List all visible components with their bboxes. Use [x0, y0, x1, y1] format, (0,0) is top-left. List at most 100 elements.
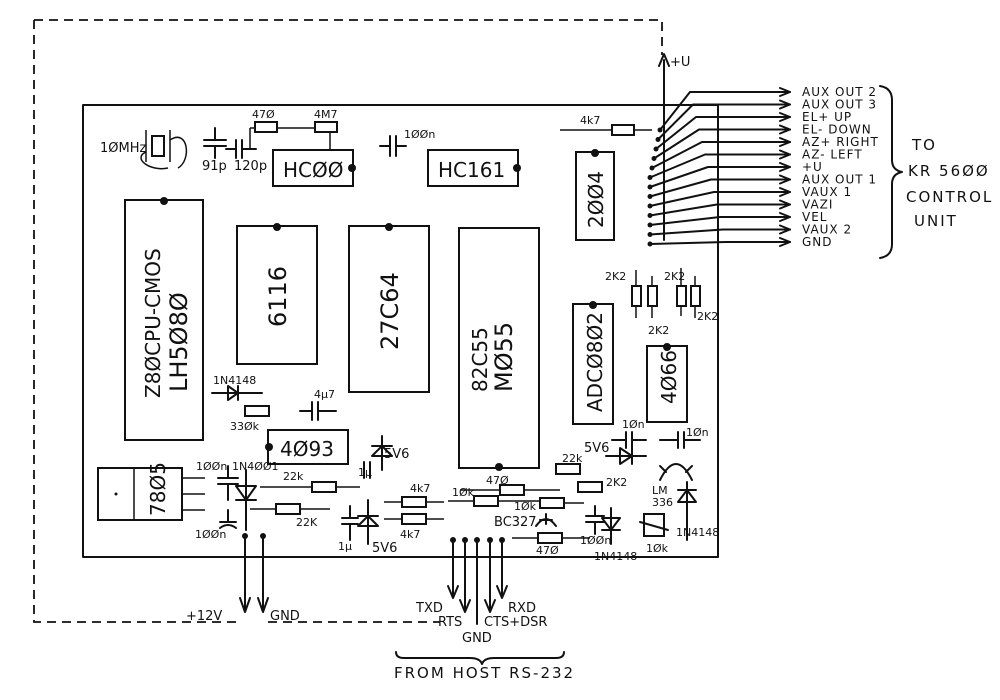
resistor-470-mid-label: 47Ø — [486, 474, 509, 487]
chip-6116: 6116 — [236, 223, 318, 365]
output-arrow — [779, 112, 791, 122]
r-2k2-d-label: 2K2 — [697, 310, 718, 323]
output-label: VAUX 2 — [802, 223, 852, 237]
transistor-bc327-label: BC327 — [494, 515, 537, 530]
resistor-4k7-b-label: 4k7 — [400, 528, 420, 541]
plus-u-lead: +U — [658, 53, 690, 241]
resistor-4k7-a — [401, 496, 427, 508]
cap-1u-a — [363, 461, 371, 479]
chip-z80: Z8ØCPU-CMOS LH5Ø8Ø — [124, 197, 204, 441]
diode-1n4148-c — [677, 481, 697, 541]
chip-6116-label: 6116 — [264, 266, 292, 327]
output-pin-dot — [647, 175, 653, 180]
resistor-330k-label: 33Øk — [230, 420, 260, 433]
chip-4066: 4Ø66 — [646, 343, 688, 423]
output-line — [653, 128, 791, 160]
output-pin-dot — [647, 194, 653, 199]
chip-adc0802: ADCØ8Ø2 — [572, 301, 614, 425]
chip-4093-label: 4Ø93 — [280, 437, 334, 461]
plus-u-label: +U — [670, 55, 690, 70]
resistor-2k2-e — [577, 481, 603, 493]
chip-82c55: 82C55 MØ55 — [458, 227, 540, 471]
resistor-4m7 — [314, 121, 338, 133]
zener-5v6-c — [605, 447, 647, 465]
output-arrow — [779, 212, 791, 222]
output-line — [659, 91, 791, 131]
resistor-470-top — [254, 121, 278, 133]
output-pin-dot — [647, 222, 653, 228]
cap-100n-7805-label: 1ØØn — [196, 460, 227, 473]
cap-100n-br — [585, 505, 605, 535]
resistor-4m7-label: 4M7 — [314, 108, 338, 121]
cap-1u-a-label: 1μ — [358, 466, 372, 479]
rs232-rxd-label: RXD — [508, 601, 536, 616]
zener-5v6-a — [371, 435, 393, 471]
zener-5v6-b-label: 5V6 — [372, 541, 397, 556]
resistor-470-top-label: 47Ø — [252, 108, 275, 121]
output-line — [649, 178, 791, 198]
cap-4u7 — [299, 401, 337, 421]
cap-120p — [225, 139, 257, 159]
output-arrow — [779, 187, 791, 197]
chip-4093: 4Ø93 — [265, 429, 349, 465]
cap-120p-label: 120p — [234, 159, 267, 174]
output-line — [651, 141, 791, 169]
chip-adc0802-label: ADCØ8Ø2 — [583, 312, 607, 412]
chip-hc161-label: HC161 — [438, 158, 505, 182]
resistor-470-bot-label: 47Ø — [536, 544, 559, 557]
chip-7805-label: 78Ø5 — [146, 462, 170, 516]
cap-91p-label: 91p — [202, 159, 227, 174]
chip-82c55-label1: 82C55 — [468, 327, 492, 392]
cap-4u7-label: 4μ7 — [314, 388, 335, 401]
output-line — [649, 191, 791, 207]
output-pin-dot — [649, 165, 655, 171]
rs232-leads: TXD RTS GND CTS+DSR RXD FROM HOST RS-232 — [394, 537, 573, 682]
output-arrow — [779, 162, 791, 172]
output-connector-lines — [647, 87, 791, 247]
output-arrow — [779, 199, 791, 210]
resistors-2k2: 2K2 2K2 2K2 2K2 — [605, 268, 718, 337]
output-label: AZ- LEFT — [802, 148, 863, 162]
chip-2004-label: 2ØØ4 — [584, 171, 608, 228]
output-pin-dot — [657, 127, 663, 133]
control-unit-label: TO KR 56ØØ CONTROL UNIT — [879, 85, 991, 259]
output-pin-dot — [653, 146, 659, 152]
chip-27c64-label: 27C64 — [376, 272, 404, 350]
resistor-2k2-e-label: 2K2 — [606, 476, 627, 489]
diode-1n4148-c-label: 1N4148 — [676, 526, 719, 539]
output-label: EL+ UP — [802, 110, 852, 124]
chip-hc00: HCØØ — [272, 149, 356, 187]
resistor-22k-b — [275, 503, 301, 515]
r-2k2-a-label: 2K2 — [605, 270, 626, 283]
output-pin-dot — [647, 184, 653, 190]
resistor-10k-a-label: 1Øk — [452, 486, 475, 499]
control-brace — [879, 85, 903, 259]
board-outline — [82, 104, 719, 558]
resistor-4k7-top-label: 4k7 — [580, 114, 600, 127]
crystal-symbol — [151, 135, 165, 157]
zener-5v6-b — [357, 499, 379, 545]
cap-10n-a-label: 1Øn — [622, 418, 645, 431]
output-label: VAZI — [802, 198, 833, 212]
output-arrow — [779, 174, 791, 185]
resistor-22k-a — [311, 481, 337, 493]
zener-5v6-c-label: 5V6 — [584, 441, 609, 456]
transistor-bc327 — [535, 513, 557, 527]
output-arrow — [779, 237, 791, 247]
output-label: VAUX 1 — [802, 185, 852, 199]
output-label: AZ+ RIGHT — [802, 135, 879, 149]
resistor-4k7-b — [401, 513, 427, 525]
diode-1n4148-b-label: 1N4148 — [594, 550, 637, 563]
output-arrow — [779, 99, 791, 110]
output-arrow — [779, 149, 791, 160]
chip-hc161: HC161 — [427, 149, 521, 187]
lower-right-components: 47Ø 1Øk 1Øk BC327 47Ø 1ØØn 1N4148 2K2 22… — [448, 418, 719, 563]
output-label: AUX OUT 2 — [802, 85, 877, 99]
output-pin-dot — [655, 137, 661, 142]
cap-100n-top-label: 1ØØn — [404, 128, 435, 141]
output-label: EL- DOWN — [802, 123, 872, 137]
dashed-enclosure — [33, 19, 663, 623]
chip-82c55-label2: MØ55 — [490, 322, 518, 392]
ic-lm336 — [659, 463, 693, 481]
